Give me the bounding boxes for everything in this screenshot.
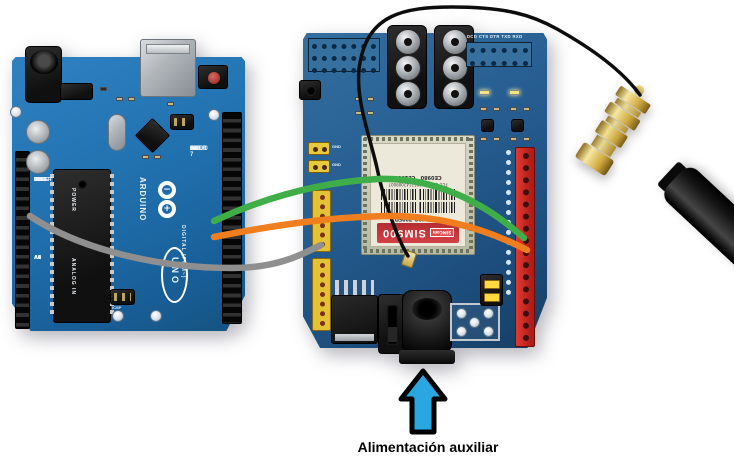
voltage-regulator [60,83,93,100]
auxiliary-power-caption: Alimentación auxiliar [357,439,499,455]
power-analog-header [15,151,30,329]
gnd-jumper [308,142,330,155]
power-switch [378,294,405,354]
atmega-chip [50,169,114,323]
through-hole-column [506,150,511,295]
arduino-power-jack [25,46,62,103]
barcode [381,189,455,200]
mounting-hole [208,109,220,121]
gnd-jumper [308,160,330,173]
audio-jacks [387,25,427,109]
smd-transistor [481,119,494,132]
yellow-header [312,190,331,252]
antenna [653,157,734,286]
auxiliary-power-arrow-icon [398,368,448,435]
arduino-logo: − + [152,181,186,225]
digital-header [222,112,242,324]
sim900-module: SIMCom SIM900 S2-1040S-Z095P FCC ID: UDV… [361,135,475,255]
module-fcc-id: FCC ID: UDV-0912142009007 [388,182,448,187]
sim900-brand-band: SIMCom SIM900 [376,223,460,243]
sim900-label: SIMCom SIM900 S2-1040S-Z095P FCC ID: UDV… [370,143,466,247]
arduino-usb-port [140,39,196,97]
yellow-header [312,258,331,331]
proto-header-holes [308,38,380,73]
sim900-brand-text: SIM900 [381,227,426,239]
crystal-oscillator [108,114,126,151]
status-led [479,90,490,95]
mounting-hole [10,106,22,118]
reset-button [198,65,228,89]
capacitor [26,120,50,144]
shield-voltage-regulator [331,280,378,344]
shield-power-jack [399,290,455,366]
serial-header-label: DCD CTS DTR TXD RXD [467,34,523,39]
gnd-label: GND [332,144,341,149]
barcode [381,202,455,213]
gnd-label: GND [332,162,341,167]
red-stacking-header [515,147,535,347]
status-led [509,90,520,95]
reset-button [299,80,321,100]
module-ce-marks: CE0980 CE1588 [394,174,442,180]
icsp-label: ICSP [112,305,122,310]
arduino-brand-text: ARDUINO [138,177,147,222]
mounting-hole [150,310,162,322]
jumper-block [480,274,503,306]
capacitor [26,150,50,174]
serial-header-holes [466,42,532,67]
gsm-shield-board: DCD CTS DTR TXD RXD GND GND [299,25,547,364]
sma-connector [567,74,661,185]
smd-transistor [511,119,524,132]
mounting-hole [112,310,124,322]
solder-pads [450,303,500,341]
module-part-number: S2-1040S-Z095P [394,215,442,221]
icsp-header [170,114,194,130]
simcom-logo: SIMCom [429,228,455,238]
icsp-header [110,289,135,305]
analog-label: ANALOG IN [70,258,76,296]
digital-label: DIGITAL (PWM~) [180,225,186,279]
power-label: POWER [70,188,76,212]
